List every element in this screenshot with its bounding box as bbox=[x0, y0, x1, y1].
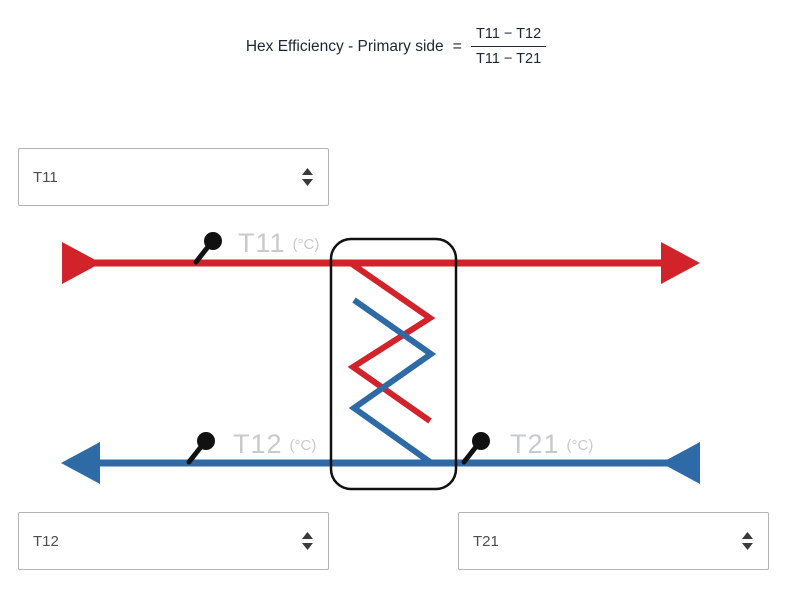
t21-select-value: T21 bbox=[473, 532, 499, 550]
fraction-numerator: T11 − T12 bbox=[471, 24, 547, 48]
t12-select-value: T12 bbox=[33, 532, 59, 550]
t11-label: T11 (°C) bbox=[238, 228, 319, 258]
heat-exchanger-box bbox=[329, 237, 458, 491]
t11-label-name: T11 bbox=[238, 228, 286, 258]
hot-zigzag bbox=[347, 261, 436, 424]
equals-sign: = bbox=[452, 37, 462, 55]
t21-label: T21 (°C) bbox=[510, 429, 593, 459]
t21-select[interactable]: T21 bbox=[458, 512, 769, 570]
t12-probe-icon bbox=[186, 432, 215, 465]
hot-outlet-arrow bbox=[661, 242, 700, 284]
t12-label: T12 (°C) bbox=[233, 429, 316, 459]
t11-spinner-updown-icon[interactable] bbox=[302, 168, 313, 186]
t12-spinner-updown-icon[interactable] bbox=[302, 532, 313, 550]
formula-label: Hex Efficiency - Primary side bbox=[245, 37, 444, 55]
efficiency-formula: Hex Efficiency - Primary side = T11 − T1… bbox=[0, 24, 792, 70]
t11-select[interactable]: T11 bbox=[18, 148, 329, 206]
t21-label-name: T21 bbox=[510, 429, 560, 459]
cold-inlet-arrow bbox=[661, 442, 700, 484]
cold-zigzag bbox=[348, 297, 437, 465]
t11-probe-icon bbox=[193, 232, 222, 265]
fraction: T11 − T12 T11 − T21 bbox=[471, 24, 547, 70]
t12-label-name: T12 bbox=[233, 429, 283, 459]
t12-select[interactable]: T12 bbox=[18, 512, 329, 570]
t11-select-value: T11 bbox=[33, 168, 58, 186]
t12-label-unit: (°C) bbox=[290, 437, 317, 454]
t21-label-unit: (°C) bbox=[567, 437, 594, 454]
hot-inlet-arrow bbox=[62, 242, 101, 284]
t21-probe-icon bbox=[461, 432, 490, 465]
t21-spinner-updown-icon[interactable] bbox=[742, 532, 753, 550]
cold-outlet-arrow bbox=[61, 442, 100, 484]
fraction-denominator: T11 − T21 bbox=[476, 51, 542, 68]
t11-label-unit: (°C) bbox=[293, 236, 320, 253]
